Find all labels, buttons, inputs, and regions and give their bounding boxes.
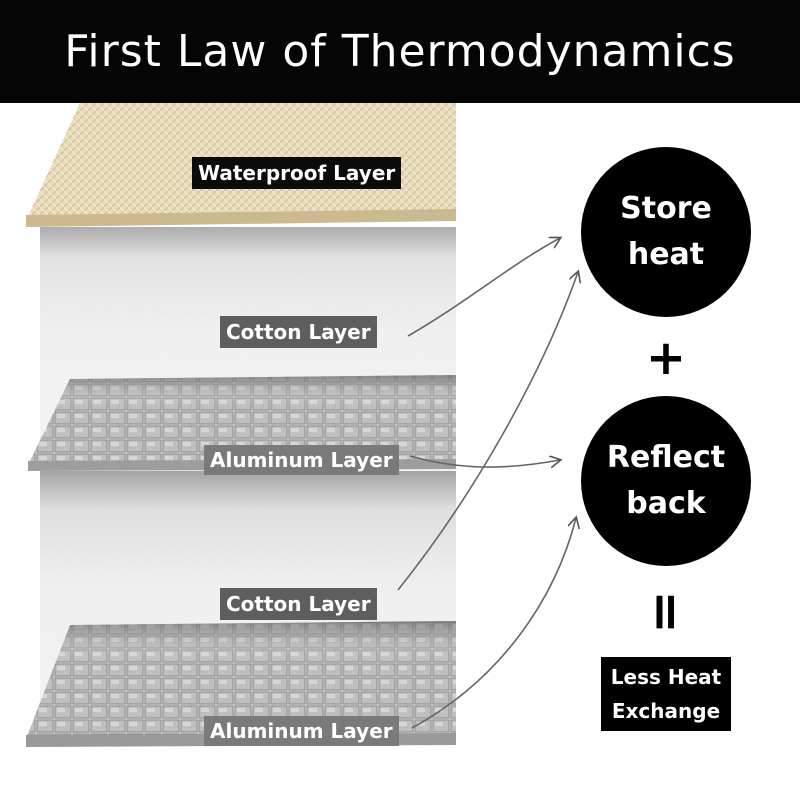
reflect-back-line-2: back [626,486,706,521]
reflect-back-circle: Reflect back [581,396,751,566]
result-box: Less Heat Exchange [601,657,731,731]
layer-stack-illustration [26,103,456,747]
label-waterproof-layer: Waterproof Layer [192,157,402,189]
title-banner: First Law of Thermodynamics [0,0,800,103]
label-aluminum-layer-1: Aluminum Layer [204,445,399,475]
plus-sign: + [645,330,687,386]
reflect-back-line-1: Reflect [606,440,726,475]
label-cotton-layer-1: Cotton Layer [220,316,377,348]
page-title: First Law of Thermodynamics [64,26,736,77]
label-cotton-layer-2: Cotton Layer [220,588,377,620]
result-line-1: Less Heat [610,665,722,689]
store-heat-line-2: heat [627,237,705,272]
result-line-2: Exchange [611,699,721,723]
store-heat-line-1: Store [620,191,712,226]
equals-sign: = [636,590,696,634]
label-aluminum-layer-2: Aluminum Layer [204,716,399,746]
store-heat-circle: Store heat [581,147,751,317]
